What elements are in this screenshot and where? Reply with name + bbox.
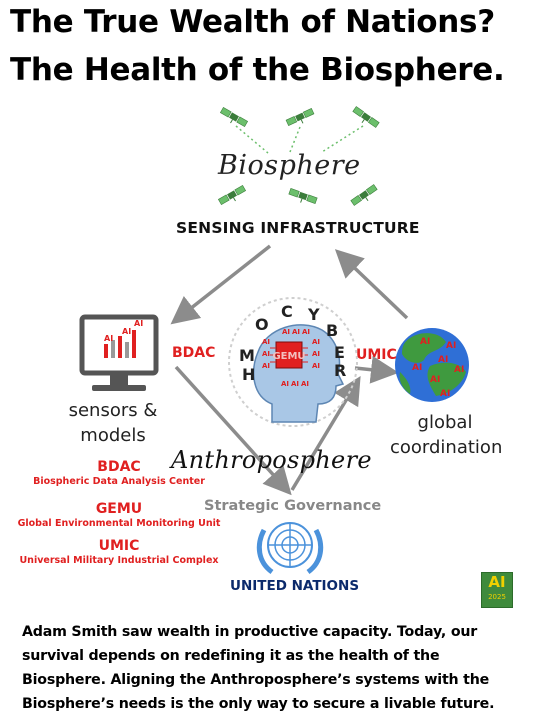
badge-year: 2025 [488, 593, 506, 601]
globe-ai-label: AI [412, 363, 422, 373]
body-paragraph: Adam Smith saw wealth in productive capa… [22, 620, 534, 716]
globe-ai-label: AI [420, 337, 430, 347]
head-letter: B [326, 321, 338, 340]
globe-ai-label: AI [446, 341, 456, 351]
legend-full-name: Biospheric Data Analysis Center [33, 476, 205, 487]
monitor-ai-label: AI [104, 334, 113, 343]
monitor-ai-label: AI [134, 319, 143, 328]
head-letter: M [239, 346, 255, 365]
globe-ai-label: AI [454, 365, 464, 375]
head-ai-label: AI [301, 380, 309, 388]
strategic-governance-label: Strategic Governance [204, 498, 382, 514]
head-ai-label: AI [302, 328, 310, 336]
ai-2025-badge: AI 2025 [481, 572, 513, 608]
globe-icon: AI AI AI AI AI AI AI [395, 328, 469, 402]
gemu-chip-label: GEMU [272, 351, 305, 362]
biosphere-label: Biosphere [218, 150, 361, 181]
globe-ai-label: AI [438, 355, 448, 365]
monitor-ai-label: AI [122, 327, 131, 336]
arrow-sensing-to-sensors [170, 244, 272, 325]
head-letter: O [255, 315, 269, 334]
head-ai-label: AI [292, 328, 300, 336]
umic-tag: UMIC [356, 347, 397, 363]
globe-ai-label: AI [430, 375, 440, 385]
satellite-icon [217, 184, 249, 209]
satellite-icon [217, 106, 249, 131]
head-ai-label: AI [282, 328, 290, 336]
body-line: Adam Smith saw wealth in productive capa… [22, 624, 478, 640]
ai-head-icon: GEMU AI AI AI AI AI AI AI AI AI AI AI AI… [228, 297, 358, 427]
head-ai-label: AI [291, 380, 299, 388]
sensing-infrastructure-label: SENSING INFRASTRUCTURE [176, 219, 420, 237]
united-nations-label: UNITED NATIONS [230, 578, 360, 594]
satellite-icon [350, 106, 380, 132]
head-ai-label: AI [312, 338, 320, 346]
head-ai-label: AI [262, 338, 270, 346]
satellite-icon [285, 107, 317, 130]
satellite-icon [286, 187, 318, 208]
satellite-beams [235, 125, 364, 154]
badge-label: AI [488, 573, 506, 591]
anthroposphere-label: Anthroposphere [171, 446, 372, 474]
head-ai-label: AI [262, 350, 270, 358]
legend-abbr: BDAC [97, 459, 141, 475]
global-line: global [417, 412, 473, 433]
satellite-icon [350, 184, 380, 210]
legend-full-name: Universal Military Industrial Complex [19, 555, 219, 566]
arrow-umic-to-globe [354, 355, 399, 384]
coordination-line: coordination [390, 437, 503, 458]
head-letter: R [334, 361, 346, 380]
arrow-sensors-to-governance [174, 365, 292, 496]
body-line: survival depends on redefining it as the… [22, 648, 440, 664]
sensors-models-label: sensors & models [68, 398, 158, 448]
body-line: Biosphere’s needs is the only way to sec… [22, 696, 495, 712]
legend-abbr: GEMU [95, 501, 143, 517]
title-line-2: The Health of the Biosphere. [10, 52, 505, 88]
sensors-line: sensors & [68, 400, 158, 421]
global-coordination-label: global coordination [390, 410, 503, 460]
legend-full-name: Global Environmental Monitoring Unit [17, 518, 221, 529]
arrow-global-to-sensing [334, 249, 409, 320]
head-ai-label: AI [281, 380, 289, 388]
body-line: Biosphere. Aligning the Anthroposphere’s… [22, 672, 490, 688]
head-letter: E [334, 343, 345, 362]
bdac-tag: BDAC [172, 345, 216, 361]
head-letter: Y [307, 305, 320, 324]
head-letter: H [242, 365, 255, 384]
head-ai-label: AI [262, 362, 270, 370]
monitor-icon: AI AI AI [79, 314, 159, 391]
flow-arrows [170, 244, 409, 496]
title-line-1: The True Wealth of Nations? [10, 4, 495, 40]
legend-item-gemu: GEMU Global Environmental Monitoring Uni… [14, 501, 224, 530]
un-emblem-icon [256, 522, 324, 575]
head-ai-label: AI [312, 350, 320, 358]
legend-abbr: UMIC [98, 538, 140, 554]
legend-item-bdac: BDAC Biospheric Data Analysis Center [14, 459, 224, 488]
models-line: models [80, 425, 146, 446]
globe-ai-label: AI [440, 389, 450, 399]
head-letter: C [281, 302, 293, 321]
legend-item-umic: UMIC Universal Military Industrial Compl… [14, 538, 224, 567]
arrow-governance-to-coordination [290, 376, 361, 491]
head-ai-label: AI [312, 362, 320, 370]
